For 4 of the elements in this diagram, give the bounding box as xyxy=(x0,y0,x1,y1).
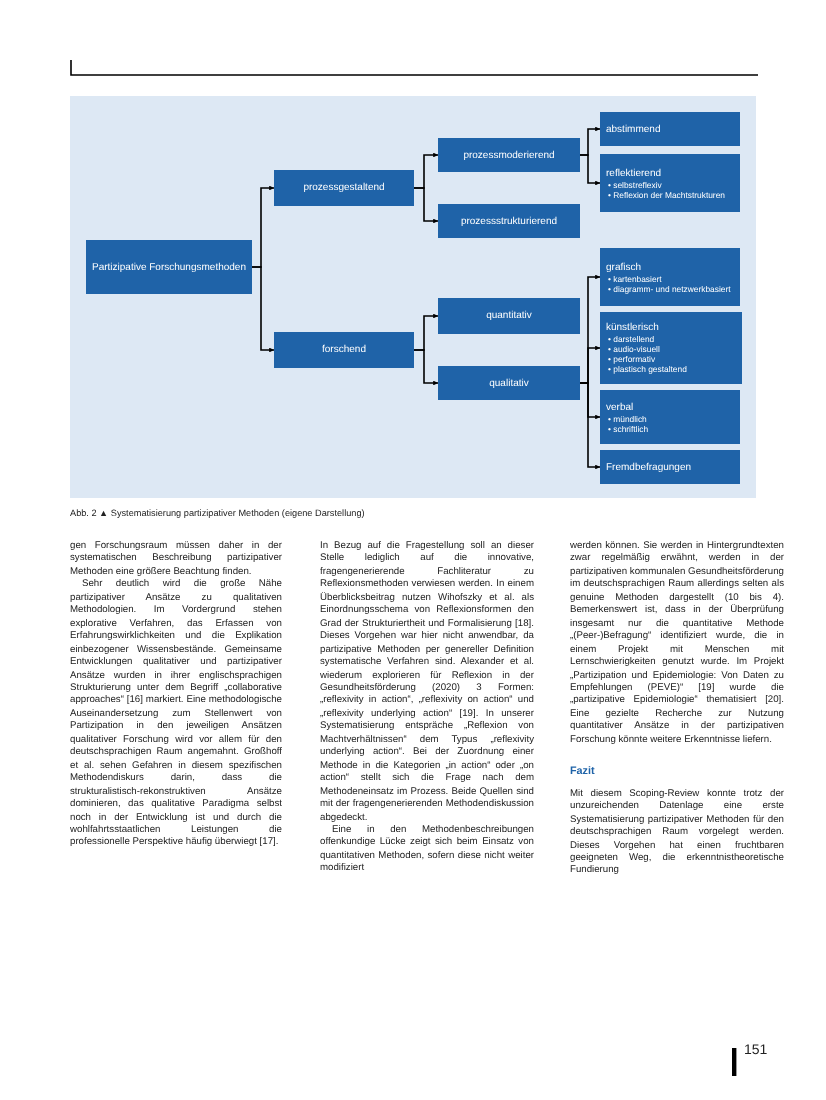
connector-arrow xyxy=(579,154,601,186)
connector-arrow xyxy=(413,349,439,386)
connector-arrow xyxy=(251,266,275,353)
connector-arrow xyxy=(413,187,439,224)
